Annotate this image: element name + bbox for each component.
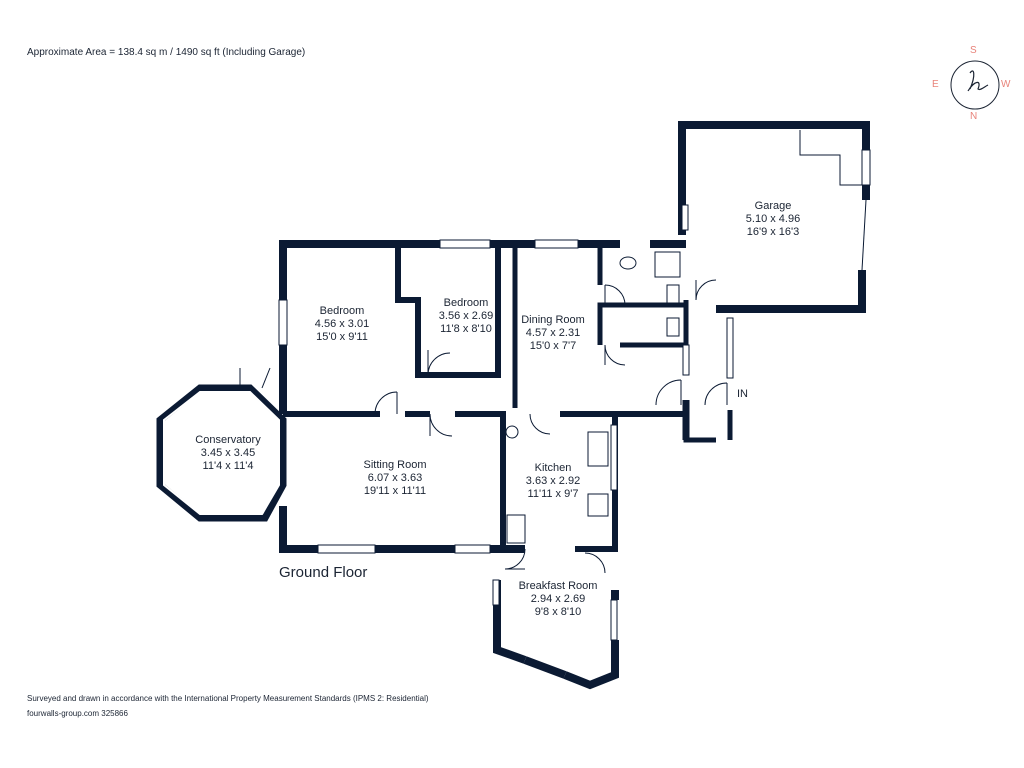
room-bedroom-2: Bedroom 3.56 x 2.69 11'8 x 8'10 [439,297,493,336]
approximate-area: Approximate Area = 138.4 sq m / 1490 sq … [27,47,306,58]
site-reference: fourwalls-group.com 325866 [27,709,128,718]
room-imperial: 15'0 x 9'11 [316,331,368,343]
room-metric: 3.56 x 2.69 [438,310,494,322]
room-sitting: Sitting Room 6.07 x 3.63 19'11 x 11'11 [364,459,427,498]
room-metric: 2.94 x 2.69 [530,593,586,605]
room-name: Conservatory [195,434,261,446]
room-breakfast: Breakfast Room 2.94 x 2.69 9'8 x 8'10 [519,580,598,619]
room-imperial: 11'8 x 8'10 [440,323,492,335]
floor-label: Ground Floor [279,564,368,581]
room-metric: 3.45 x 3.45 [200,447,256,459]
room-metric: 4.57 x 2.31 [525,327,581,339]
survey-note: Surveyed and drawn in accordance with th… [27,694,429,703]
room-imperial: 9'8 x 8'10 [534,606,582,618]
room-metric: 5.10 x 4.96 [745,213,801,225]
room-imperial: 11'4 x 11'4 [202,460,254,472]
compass-n: N [970,111,978,122]
compass-s: S [970,45,977,56]
room-name: Sitting Room [363,459,427,471]
room-conservatory: Conservatory 3.45 x 3.45 11'4 x 11'4 [195,434,260,473]
room-name: Dining Room [521,314,585,326]
room-metric: 6.07 x 3.63 [367,472,423,484]
room-name: Bedroom [319,305,365,317]
room-metric: 3.63 x 2.92 [525,475,581,487]
room-imperial: 19'11 x 11'11 [363,485,427,497]
compass-w: W [1001,79,1011,90]
room-dining: Dining Room 4.57 x 2.31 15'0 x 7'7 [521,314,585,353]
room-imperial: 15'0 x 7'7 [529,340,577,352]
conservatory-outline [156,384,287,522]
room-name: Breakfast Room [518,580,598,592]
compass-logo-icon [950,60,1000,110]
compass: S E W N [930,45,1015,125]
top-wall [279,240,440,300]
room-name: Bedroom [443,297,489,309]
entrance-label: IN [737,388,748,400]
room-metric: 4.56 x 3.01 [314,318,370,330]
room-kitchen: Kitchen 3.63 x 2.92 11'11 x 9'7 [526,462,580,501]
room-imperial: 11'11 x 9'7 [527,488,579,500]
room-imperial: 16'9 x 16'3 [746,226,800,238]
room-name: Garage [754,200,792,212]
garage-right-lower [716,270,866,313]
room-garage: Garage 5.10 x 4.96 16'9 x 16'3 [746,200,800,239]
room-name: Kitchen [534,462,572,474]
compass-e: E [932,79,939,90]
room-bedroom-1: Bedroom 4.56 x 3.01 15'0 x 9'11 [315,305,369,344]
